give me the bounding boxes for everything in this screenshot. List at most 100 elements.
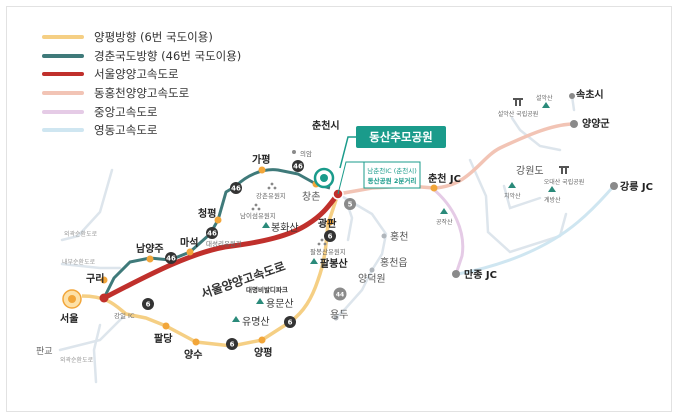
- svg-text:46: 46: [231, 185, 241, 193]
- label-chiaksan: 치악산: [504, 192, 521, 200]
- label-gangneung-jc: 강릉 JC: [620, 180, 653, 193]
- label-odaesan-park: 오대산 국립공원: [544, 178, 585, 186]
- route-6-yangpyeong: [81, 193, 340, 348]
- odaesan-park-icon: [559, 166, 569, 168]
- chiaksan-peak-icon: [508, 182, 516, 188]
- resort-dots: [251, 182, 327, 246]
- label-pangyo: 판교: [36, 346, 53, 357]
- naebu-ring-road: [60, 262, 122, 270]
- seoul-node: [68, 295, 76, 303]
- label-hongcheon: 홍천: [390, 230, 408, 243]
- gangwondo-minor-road: [502, 184, 542, 210]
- route-46-gyeongchun: [102, 168, 331, 299]
- label-oegwak-ring-south: 외곽순환도로: [60, 356, 94, 364]
- shield-46-cheongpyeong: 46: [206, 227, 218, 239]
- label-gyebangsan: 계방산: [544, 196, 561, 204]
- label-daemyung: 대명비발디파크: [246, 285, 288, 294]
- svg-text:6: 6: [230, 341, 235, 349]
- label-naebu-ring: 내부순환도로: [62, 258, 96, 266]
- bonghwasan-peak-icon: [262, 222, 270, 228]
- legend-label: 영동고속도로: [94, 123, 158, 138]
- label-gangchon-resort: 강촌유원지: [256, 191, 286, 200]
- svg-text:6: 6: [328, 233, 333, 241]
- label-chuncheon-jc: 춘천 JC: [428, 172, 461, 185]
- label-paldang: 팔당: [154, 332, 173, 345]
- destination-badge[interactable]: 동산추모공원: [356, 126, 446, 148]
- shield-46-gapyeong: 46: [230, 182, 242, 194]
- yangpyeong-node: [258, 336, 266, 344]
- yumyeongsan-peak-icon: [232, 316, 240, 322]
- destination-connector: [339, 136, 356, 169]
- shield-46-namyangju: 46: [165, 252, 177, 264]
- map-frame: [6, 6, 672, 412]
- legend-swatch: [42, 35, 84, 40]
- label-gangwondo: 강원도: [516, 165, 544, 177]
- label-manjong-jc: 만종 JC: [464, 268, 497, 281]
- destination-marker[interactable]: [313, 167, 335, 189]
- label-gongjaksan: 공작산: [436, 218, 453, 226]
- legend-item: 서울양양고속도로: [42, 65, 241, 84]
- gangchon-resort-icon: [267, 182, 277, 190]
- maseok-node: [186, 248, 194, 256]
- mountain-peaks: [232, 102, 556, 322]
- legend-swatch: [42, 72, 84, 77]
- yongdu-node: [333, 315, 339, 321]
- destination-label: 동산추모공원: [369, 130, 432, 144]
- shield-44: 44: [333, 287, 347, 301]
- label-gwangpan: 광판: [318, 217, 337, 230]
- label-oegwak-ring: 외곽순환도로: [64, 230, 98, 238]
- shield-6-yangsu: 6: [226, 338, 238, 350]
- sokcho-node: [569, 93, 575, 99]
- label-changchon: 창촌: [302, 191, 320, 203]
- west-minor-road: [92, 323, 102, 384]
- svg-text:44: 44: [336, 292, 344, 299]
- gangil-ic-node: [99, 293, 109, 303]
- svg-text:6: 6: [288, 319, 293, 327]
- hongcheoneup-node: [369, 267, 375, 273]
- svg-text:46: 46: [166, 255, 176, 263]
- legend-item: 영동고속도로: [42, 121, 241, 140]
- shield-5: 5: [344, 198, 356, 210]
- label-gapyeong: 가평: [252, 153, 270, 166]
- namiseom-resort-icon: [251, 203, 261, 211]
- legend-swatch: [42, 128, 84, 133]
- route-shields: 46 46 46 46 6 6 6 6 5 44: [142, 160, 356, 350]
- gwangpan-node: [326, 218, 334, 226]
- svg-text:46: 46: [207, 230, 217, 238]
- yangsu-node: [192, 338, 200, 346]
- legend-swatch: [42, 91, 84, 96]
- yeongdong-expressway: [457, 184, 616, 276]
- legend-label: 동홍천양양고속도로: [94, 86, 190, 101]
- place-labels: 서울 구리 판교 강일 IC 남양주 마석 청평 가평 춘천시 의암 창촌 광판…: [36, 88, 653, 364]
- junction-nodes: [62, 93, 618, 346]
- gangneung-jc-node: [610, 182, 618, 190]
- legend-label: 서울양양고속도로: [94, 67, 179, 82]
- manjong-jc-node: [452, 270, 460, 278]
- shield-6-gangil: 6: [142, 298, 154, 310]
- yangyang-gun-node: [570, 120, 578, 128]
- legend-label: 중앙고속도로: [94, 104, 158, 119]
- shield-6-gwangpan: 6: [324, 230, 336, 242]
- label-seorak-park: 설악산 국립공원: [498, 110, 539, 118]
- gyebangsan-peak-icon: [548, 186, 556, 192]
- gongjaksan-peak-icon: [440, 208, 448, 214]
- label-hongcheoneup: 홍천읍: [380, 256, 408, 269]
- seorak-peak-icon: [542, 102, 550, 108]
- yongmunsan-peak-icon: [256, 298, 264, 304]
- legend-item: 양평방향 (6번 국도이용): [42, 28, 241, 47]
- nam-chuncheon-callout: 남춘천IC (춘천시) 동산공원 2분거리: [337, 161, 421, 195]
- seorak-park-icon: [513, 98, 523, 100]
- callout-line-2: 동산공원 2분거리: [368, 176, 417, 185]
- label-namiseom: 남이섬유원지: [240, 211, 276, 220]
- label-maseok: 마석: [180, 236, 198, 249]
- chuncheon-jc-node: [430, 184, 438, 192]
- label-chuncheonsi: 춘천시: [312, 119, 340, 132]
- yongdu-minor-road: [334, 268, 374, 320]
- uiam-node: [292, 150, 296, 154]
- seorak-minor-road: [510, 116, 562, 152]
- legend-swatch: [42, 109, 84, 114]
- pangyo-minor-road: [58, 316, 124, 352]
- legend-swatch: [42, 53, 84, 58]
- label-yangpyeong: 양평: [254, 346, 272, 359]
